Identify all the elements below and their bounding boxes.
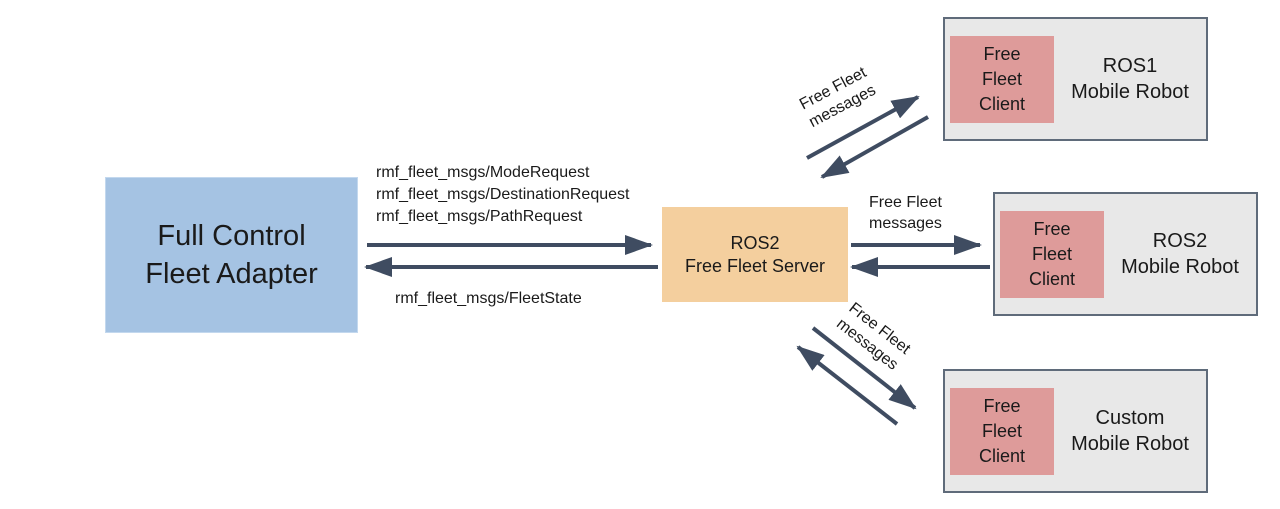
- arrow-ros1-robot-to-server: [820, 115, 929, 179]
- custom-mobile-robot-box: Free Fleet Client Custom Mobile Robot: [943, 369, 1208, 493]
- free-fleet-server-label: ROS2 Free Fleet Server: [684, 232, 826, 276]
- ros1-mobile-robot-label: ROS1 Mobile Robot: [1071, 55, 1189, 103]
- ros1-mobile-robot-box: Free Fleet Client ROS1 Mobile Robot: [943, 17, 1208, 141]
- arrow-server-to-ros1-robot: [806, 95, 920, 160]
- full-control-fleet-adapter-box: Full Control Fleet Adapter: [105, 177, 358, 333]
- topic-fleet-state-label: rmf_fleet_msgs/FleetState: [395, 290, 582, 307]
- topic-destination-request-label: rmf_fleet_msgs/DestinationRequest: [376, 186, 630, 203]
- free-fleet-messages-label-middle: Free Fleet messages: [869, 194, 942, 232]
- arrow-custom-robot-to-server: [796, 345, 899, 426]
- arrow-server-to-custom-robot: [811, 326, 917, 410]
- custom-free-fleet-client-box: Free Fleet Client: [950, 388, 1054, 475]
- topics-to-server-labels: rmf_fleet_msgs/ModeRequest rmf_fleet_msg…: [376, 162, 629, 228]
- ros2-free-fleet-client-box: Free Fleet Client: [1000, 211, 1104, 298]
- full-control-fleet-adapter-label: Full Control Fleet Adapter: [145, 220, 318, 290]
- ros2-mobile-robot-label: ROS2 Mobile Robot: [1121, 230, 1239, 278]
- free-fleet-server-box: ROS2 Free Fleet Server: [662, 207, 848, 302]
- ros1-free-fleet-client-box: Free Fleet Client: [950, 36, 1054, 123]
- ros2-mobile-robot-box: Free Fleet Client ROS2 Mobile Robot: [993, 192, 1258, 316]
- topic-path-request-label: rmf_fleet_msgs/PathRequest: [376, 208, 583, 225]
- custom-mobile-robot-label: Custom Mobile Robot: [1071, 407, 1189, 455]
- topic-mode-request-label: rmf_fleet_msgs/ModeRequest: [376, 164, 590, 181]
